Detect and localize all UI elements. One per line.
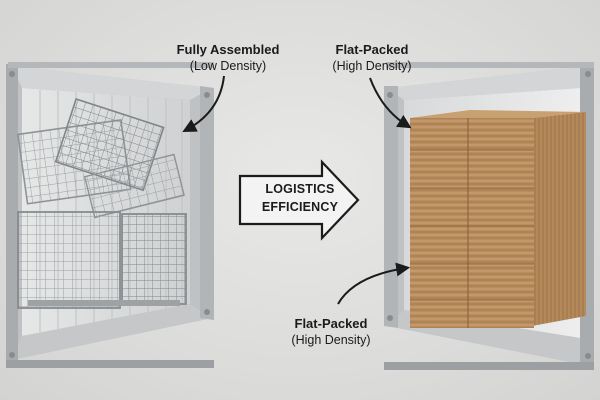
- center-line-1: LOGISTICS: [265, 182, 335, 196]
- label-flat-packed-top: Flat-Packed (High Density): [317, 42, 427, 74]
- right-container: [384, 62, 594, 370]
- label-left-title: Fully Assembled: [176, 42, 280, 57]
- cardboard-stacks: [410, 110, 586, 328]
- label-right-top-subtitle: (High Density): [332, 59, 412, 73]
- label-right-top-title: Flat-Packed: [335, 42, 409, 57]
- label-flat-packed-bottom: Flat-Packed (High Density): [278, 316, 384, 348]
- callout-arrows: [182, 75, 412, 305]
- wire-cages: [16, 98, 187, 309]
- label-fully-assembled: Fully Assembled (Low Density): [166, 42, 290, 74]
- label-right-bottom-subtitle: (High Density): [291, 333, 371, 347]
- label-left-subtitle: (Low Density): [189, 59, 267, 73]
- logistics-arrow: [238, 159, 360, 241]
- logistics-efficiency-label: LOGISTICS EFFICIENCY: [246, 180, 354, 216]
- center-line-2: EFFICIENCY: [261, 200, 339, 214]
- left-container: [6, 62, 214, 368]
- label-right-bottom-title: Flat-Packed: [294, 316, 368, 331]
